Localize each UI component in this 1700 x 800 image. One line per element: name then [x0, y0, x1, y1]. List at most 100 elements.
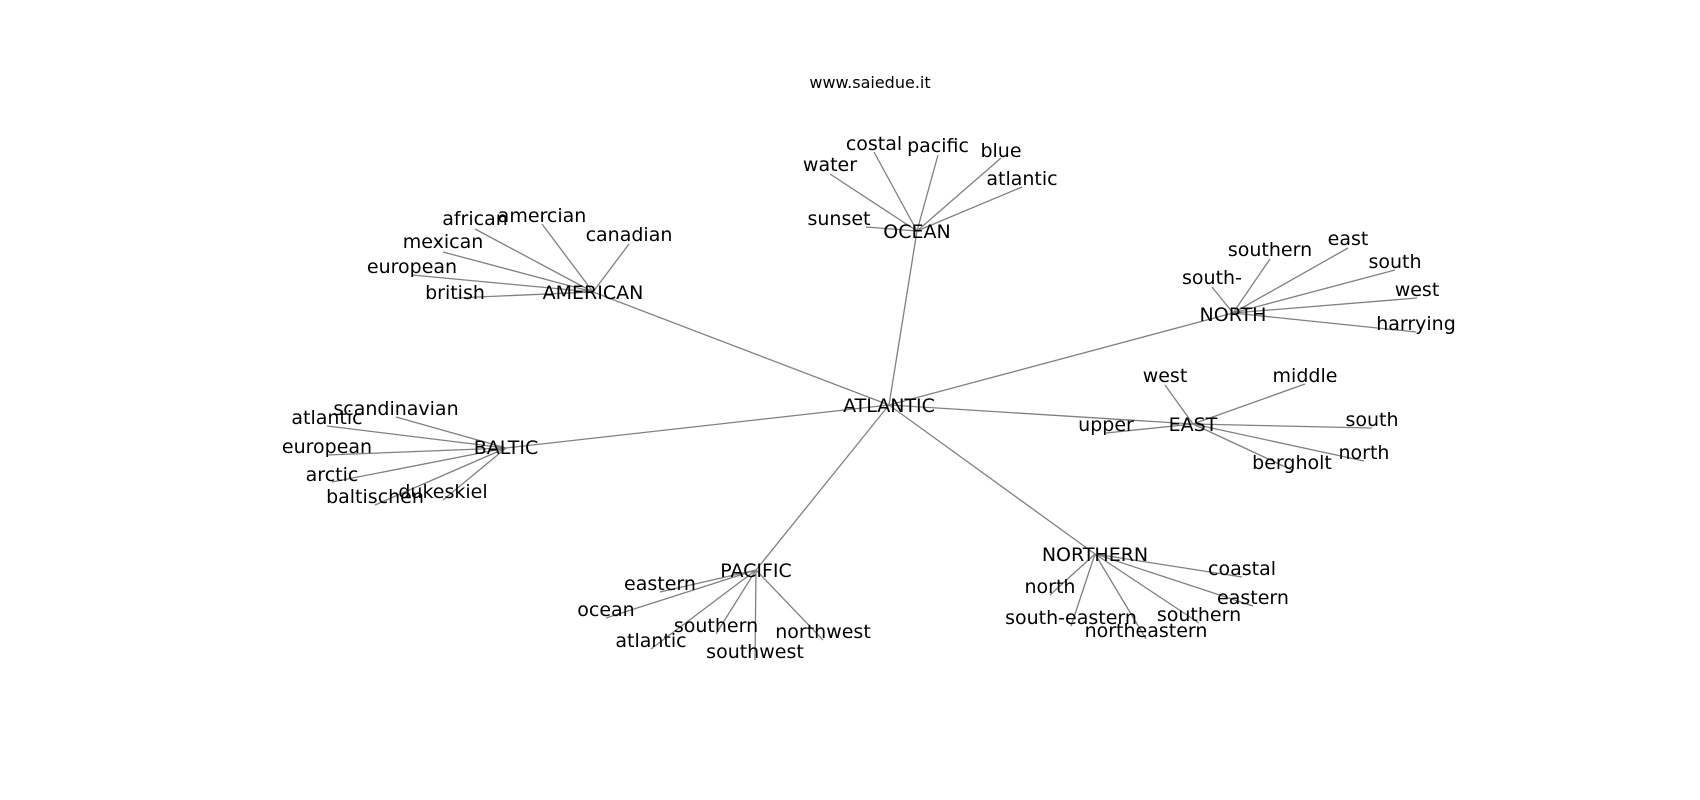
leaf-label-pacific-4: atlantic [615, 630, 686, 652]
edge-north-0 [1232, 247, 1349, 314]
leaf-label-northern-3: south-eastern [1005, 607, 1137, 629]
leaf-label-northern-5: northeastern [1085, 620, 1208, 642]
edge-root-east [888, 404, 1194, 425]
leaf-label-pacific-5: southwest [706, 641, 804, 663]
leaf-label-ocean-0: costal [846, 133, 902, 155]
edge-baltic-3 [331, 447, 507, 483]
edge-pacific-0 [659, 569, 757, 593]
leaf-label-east-1: middle [1273, 365, 1338, 387]
site-title: www.saiedue.it [809, 73, 930, 92]
edge-north-5 [1232, 312, 1417, 333]
edge-american-3 [442, 251, 594, 293]
edge-american-0 [541, 223, 594, 293]
leaf-label-baltic-2: european [282, 436, 372, 458]
leaf-label-east-0: west [1143, 365, 1188, 387]
leaf-label-ocean-4: atlantic [986, 168, 1057, 190]
edge-ocean-0 [873, 151, 918, 232]
edge-northern-2 [1094, 553, 1254, 607]
edge-east-1 [1192, 383, 1306, 425]
cluster-label-pacific: PACIFIC [720, 560, 792, 582]
cluster-label-baltic: BALTIC [474, 437, 538, 459]
leaf-label-north-0: east [1328, 228, 1369, 250]
edge-north-3 [1211, 286, 1234, 314]
edge-northern-4 [1094, 553, 1200, 624]
leaf-label-baltic-4: dukeskiel [398, 481, 487, 503]
leaf-label-east-5: bergholt [1252, 452, 1332, 474]
edge-root-american [592, 291, 890, 406]
edge-american-4 [411, 274, 594, 293]
edge-ocean-2 [916, 157, 1002, 232]
edge-root-ocean [888, 230, 918, 406]
edge-baltic-1 [326, 425, 507, 449]
edge-american-1 [474, 228, 594, 293]
cluster-label-east: EAST [1169, 414, 1218, 436]
edge-american-2 [592, 243, 630, 293]
leaf-label-east-3: south [1345, 409, 1398, 431]
leaf-label-north-1: southern [1228, 239, 1312, 261]
edge-pacific-2 [715, 569, 757, 635]
leaf-label-baltic-1: atlantic [291, 407, 362, 429]
edge-baltic-5 [374, 447, 507, 506]
edge-northern-0 [1094, 553, 1243, 578]
edge-pacific-5 [754, 569, 757, 661]
leaf-label-baltic-3: arctic [306, 464, 359, 486]
cluster-label-american: AMERICAN [543, 282, 644, 304]
leaf-label-american-5: british [425, 282, 485, 304]
edge-east-4 [1192, 423, 1365, 462]
leaf-label-northern-0: coastal [1208, 558, 1276, 580]
edge-american-5 [454, 291, 594, 299]
edge-ocean-3 [829, 173, 918, 232]
edge-pacific-1 [605, 569, 757, 619]
edge-root-pacific [755, 404, 890, 571]
leaf-label-north-2: south [1368, 251, 1421, 273]
leaf-label-north-3: south- [1182, 267, 1242, 289]
leaf-label-north-5: harrying [1376, 313, 1456, 335]
edge-north-2 [1232, 269, 1396, 314]
edge-ocean-4 [916, 186, 1023, 232]
edge-east-3 [1192, 423, 1373, 429]
leaf-label-northern-1: north [1025, 576, 1076, 598]
edge-north-4 [1232, 297, 1418, 314]
edge-east-0 [1164, 384, 1194, 425]
edge-baltic-0 [395, 416, 507, 449]
leaf-label-north-4: west [1395, 279, 1440, 301]
edge-ocean-5 [865, 226, 918, 232]
leaf-label-american-1: african [442, 208, 508, 230]
leaf-label-american-4: european [367, 256, 457, 278]
edge-north-1 [1232, 258, 1271, 314]
edge-baltic-4 [442, 447, 507, 501]
leaf-label-ocean-2: blue [980, 140, 1021, 162]
edge-layer [326, 151, 1418, 661]
leaf-label-pacific-1: ocean [577, 599, 634, 621]
leaf-label-pacific-0: eastern [624, 573, 696, 595]
leaf-label-pacific-2: southern [674, 615, 758, 637]
cluster-label-northern: NORTHERN [1042, 544, 1148, 566]
leaf-label-baltic-0: scandinavian [333, 398, 458, 420]
leaf-label-ocean-5: sunset [807, 208, 870, 230]
cluster-label-ocean: OCEAN [883, 221, 950, 243]
root-node-label: ATLANTIC [843, 395, 935, 417]
edge-root-north [888, 312, 1234, 406]
edge-baltic-2 [326, 447, 507, 456]
edge-root-baltic [505, 404, 890, 449]
leaf-label-american-3: mexican [403, 231, 484, 253]
edge-northern-1 [1049, 553, 1096, 596]
cluster-label-north: NORTH [1200, 304, 1267, 326]
leaf-label-american-2: canadian [586, 224, 673, 246]
edge-east-5 [1192, 423, 1293, 471]
leaf-label-east-4: north [1339, 442, 1390, 464]
edge-root-northern [888, 404, 1096, 555]
leaf-label-american-0: amercian [498, 205, 587, 227]
leaf-label-northern-4: southern [1157, 604, 1241, 626]
leaf-label-pacific-3: northwest [775, 621, 871, 643]
edge-east-2 [1105, 423, 1194, 434]
leaf-label-ocean-1: pacific [907, 135, 969, 157]
leaf-label-baltic-5: baltischen [326, 486, 424, 508]
leaf-label-ocean-3: water [803, 154, 857, 176]
edge-pacific-3 [755, 569, 824, 641]
edge-northern-3 [1070, 553, 1096, 627]
leaf-label-east-2: upper [1078, 414, 1134, 436]
edge-ocean-1 [916, 154, 939, 232]
